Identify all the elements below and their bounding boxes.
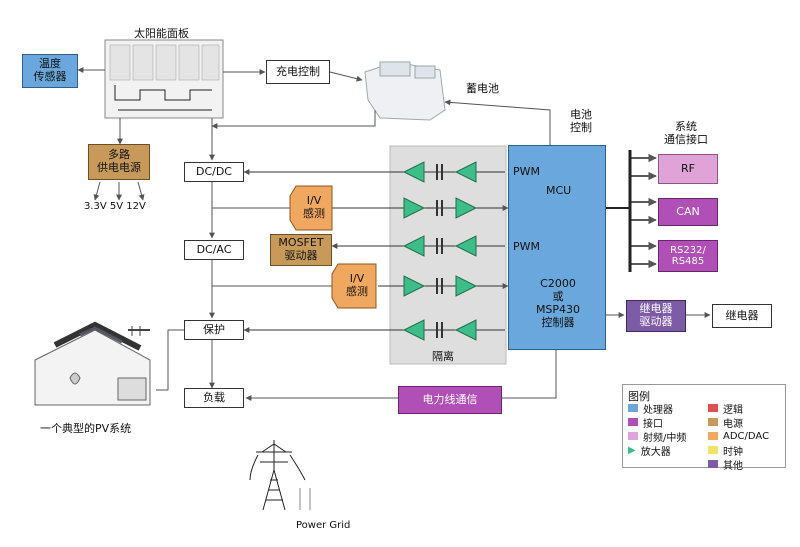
legend-item: 时钟 [708, 443, 769, 458]
iv-sense-2-label: I/V 感测 [346, 272, 368, 298]
sys-comm-label: 系统 通信接口 [664, 120, 708, 147]
legend-item: 接口 [628, 415, 708, 430]
triangle-icon: ▶ [628, 444, 636, 456]
pwm-2-label: PWM [513, 240, 541, 253]
amplifier-chains [243, 161, 509, 341]
legend-item: 其他 [708, 457, 769, 472]
controller-box [508, 145, 606, 350]
battery-control-label: 电池 控制 [570, 108, 592, 135]
legend-item: ADC/DAC [708, 429, 769, 443]
connectors [77, 67, 711, 401]
voltages-label: 3.3V 5V 12V [84, 201, 146, 212]
rf-box: RF [658, 154, 718, 184]
legend-item: 逻辑 [708, 401, 769, 416]
pwm-1-label: PWM [513, 165, 541, 178]
battery-icon [364, 61, 446, 121]
dcac-box: DC/AC [184, 240, 244, 260]
power-tower-icon [249, 440, 311, 511]
mosfet-driver-box: MOSFET 驱动器 [270, 234, 332, 266]
iv-sense-1-label: I/V 感测 [303, 194, 325, 220]
temp-sensor-box: 温度 传感器 [22, 54, 78, 88]
multi-power-box: 多路 供电电源 [88, 144, 150, 180]
house-icon [34, 321, 151, 406]
house-caption: 一个典型的PV系统 [40, 422, 132, 435]
relay-driver-box: 继电器 驱动器 [626, 300, 686, 332]
comm-bus [606, 150, 657, 272]
power-grid-label: Power Grid [296, 520, 351, 531]
legend-item: 处理器 [628, 401, 708, 416]
can-box: CAN [658, 198, 718, 226]
dcdc-box: DC/DC [184, 162, 244, 182]
iv-sense-2-shape [331, 263, 377, 309]
relay-box: 继电器 [712, 304, 772, 328]
legend-item: 射频/中频 [628, 429, 708, 444]
charge-control-box: 充电控制 [266, 60, 330, 84]
solar-panel-icon [104, 39, 224, 119]
protection-box: 保护 [184, 320, 244, 340]
solar-panel-label: 太阳能面板 [134, 27, 189, 40]
battery-label: 蓄电池 [466, 82, 499, 95]
plc-box: 电力线通信 [398, 386, 502, 414]
legend: 图例 处理器 接口 射频/中频 ▶放大器 逻辑 电源 ADC/DAC 时钟 其他 [622, 384, 786, 472]
isolation-label: 隔离 [432, 350, 454, 363]
mcu-label: MCU [546, 184, 572, 197]
iv-sense-1-shape [289, 185, 333, 231]
load-box: 负载 [184, 388, 244, 408]
rs-box: RS232/ RS485 [658, 240, 718, 272]
controller-label: C2000 或 MSP430 控制器 [535, 276, 581, 330]
legend-title: 图例 [628, 390, 650, 403]
legend-item: 电源 [708, 415, 769, 430]
legend-item: ▶放大器 [628, 444, 671, 458]
